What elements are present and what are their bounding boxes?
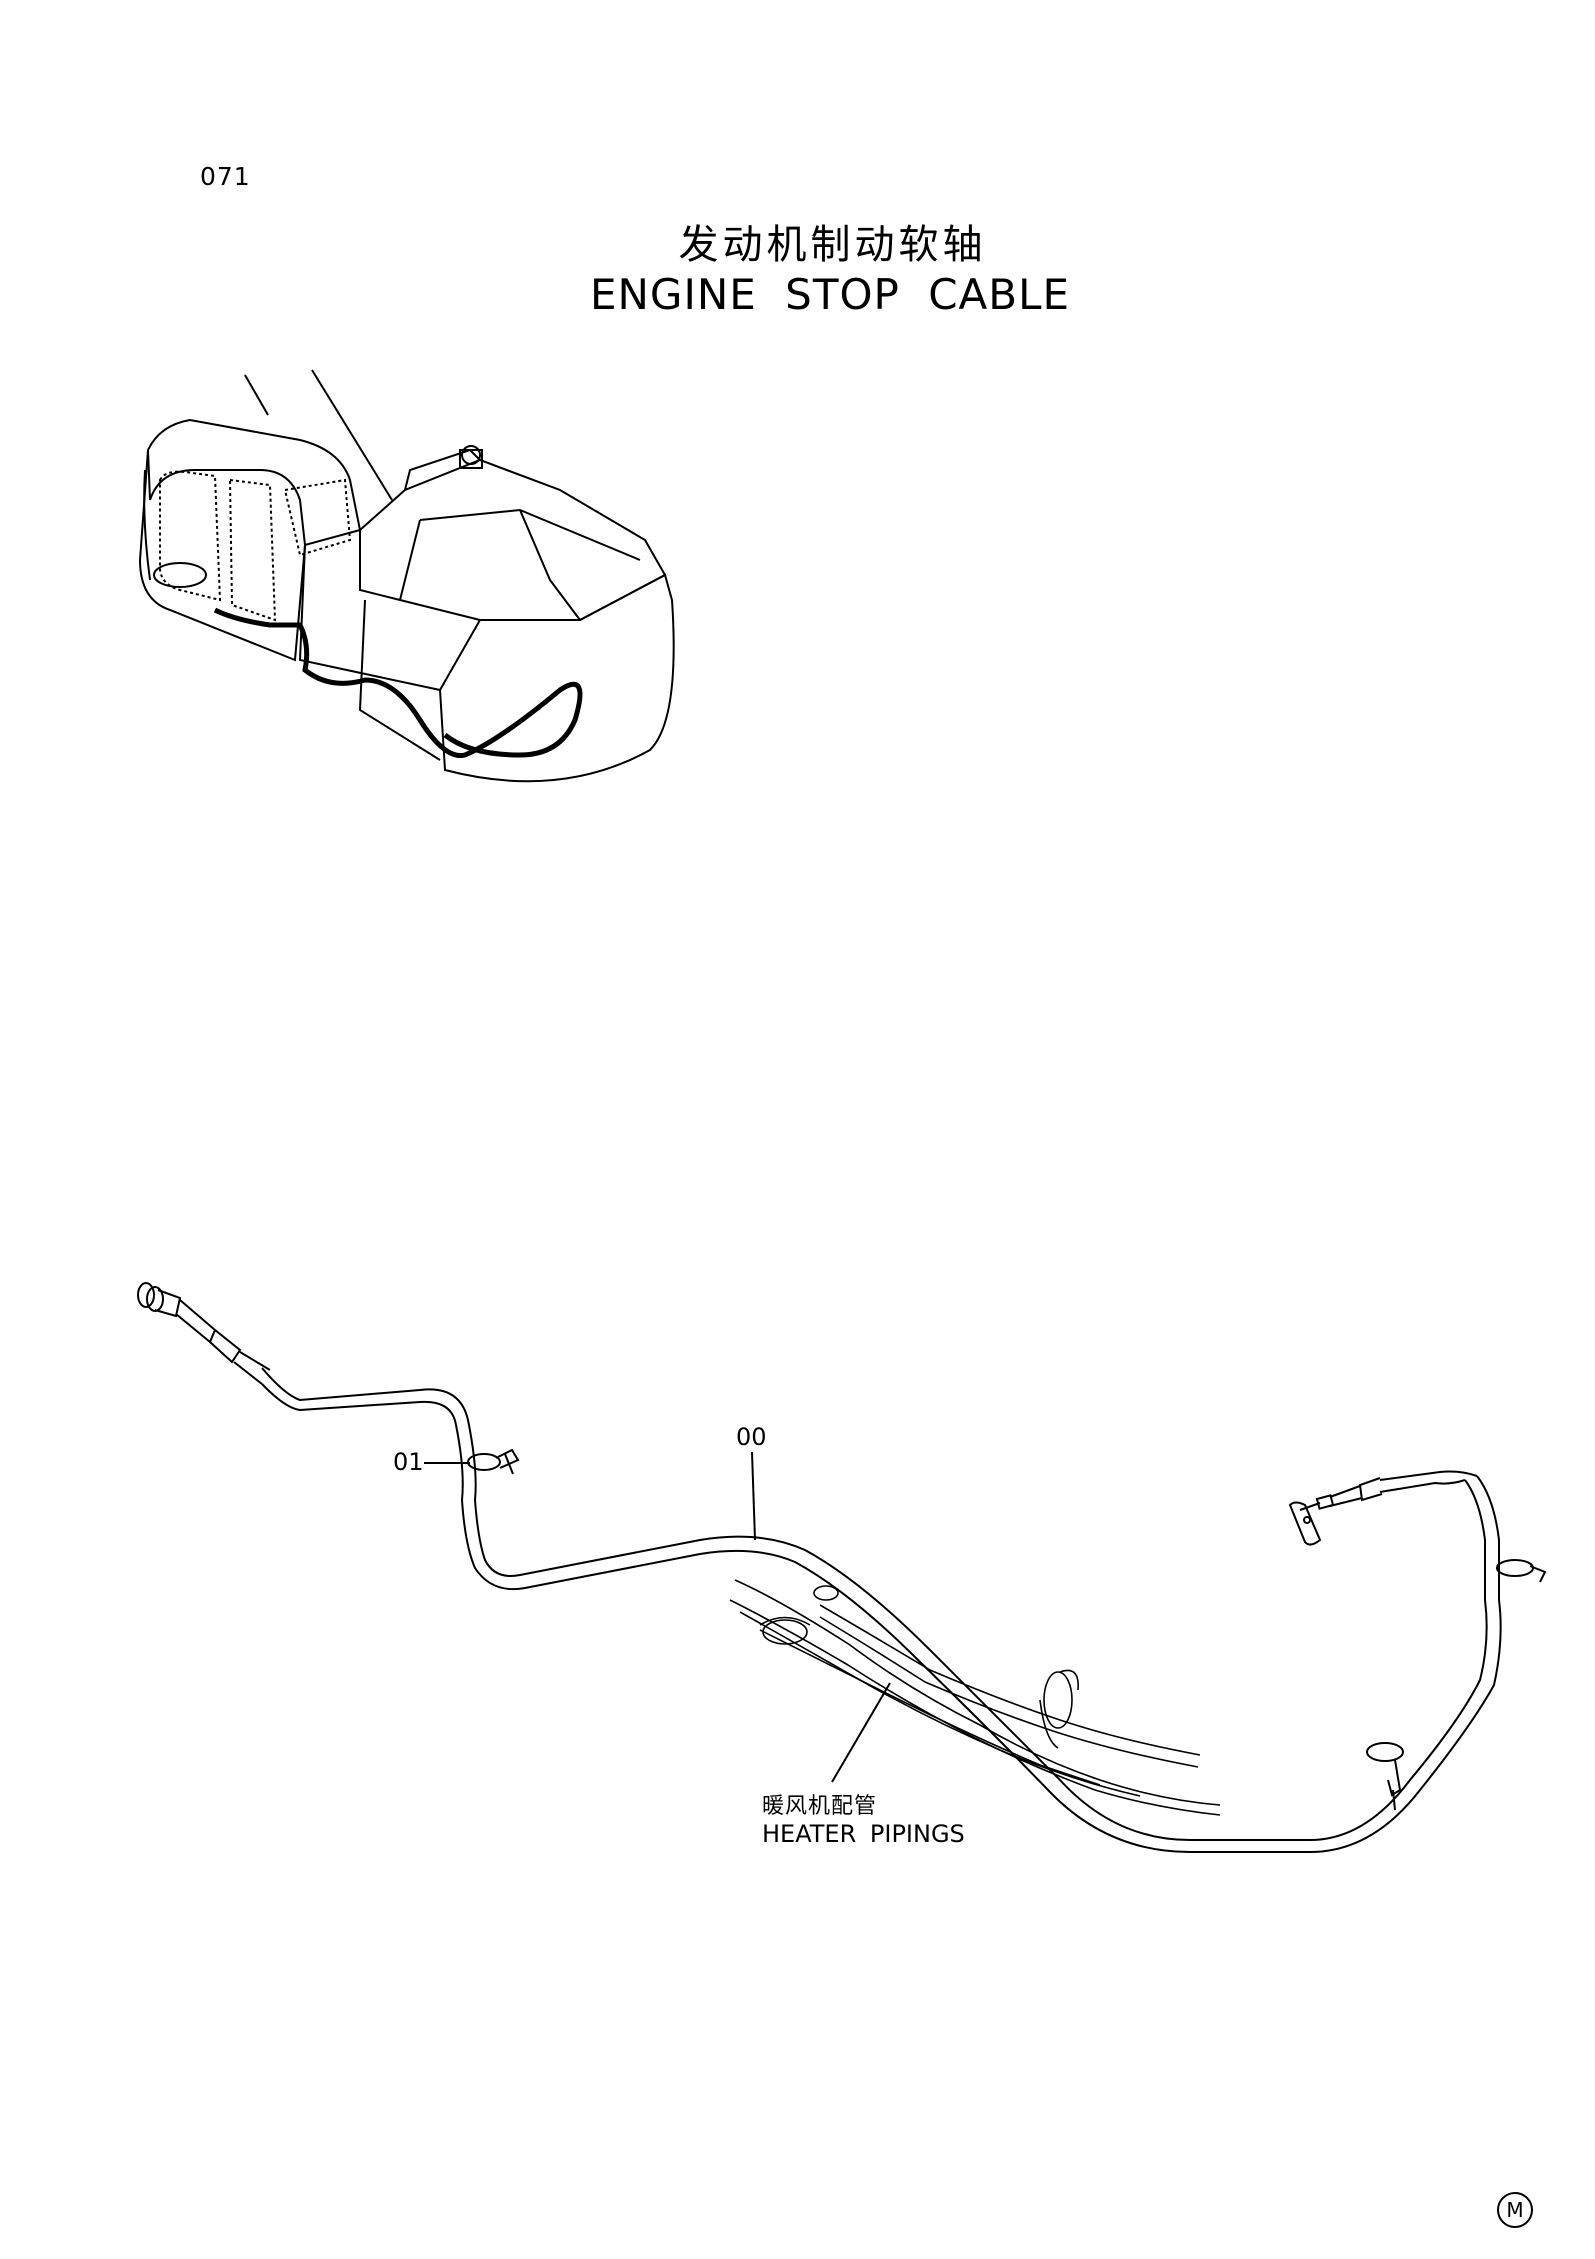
cable-end-fitting-left [137, 1282, 271, 1385]
heater-pipings-label-chinese: 暖风机配管 [762, 1794, 878, 1819]
callout-00: 00 [736, 1423, 767, 1451]
excavator-overview-illustration [138, 369, 675, 783]
leader-line-heater [831, 1682, 891, 1783]
callout-01: 01 [393, 1448, 424, 1476]
leader-line-00 [751, 1451, 756, 1541]
heater-pipings [729, 1579, 1221, 1816]
page-number: 071 [200, 162, 251, 191]
clamp-right-upper [1496, 1559, 1547, 1583]
engine-stop-cable-assembly [137, 1282, 1547, 1853]
cable-end-fitting-right [1288, 1477, 1383, 1546]
clamp-right-lower [1366, 1742, 1404, 1811]
title-chinese: 发动机制动软轴 [678, 222, 987, 268]
heater-pipings-label-english: HEATER PIPINGS [762, 1820, 965, 1848]
title-english: ENGINE STOP CABLE [589, 270, 1071, 319]
circled-m-mark: M [1497, 2192, 1533, 2228]
